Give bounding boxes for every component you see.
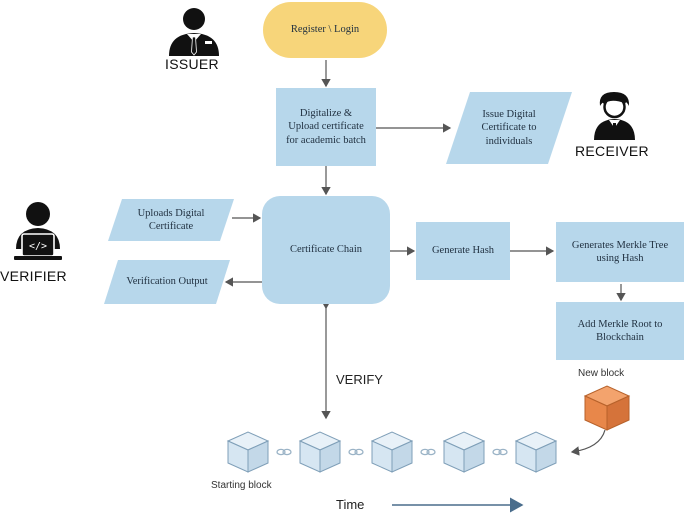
chain-block-1 [226, 431, 270, 473]
developer-laptop-icon: </> [14, 202, 62, 260]
arrow-new-block-to-chain [570, 429, 606, 456]
chain-block-4 [442, 431, 486, 473]
chain-block-2 [298, 431, 342, 473]
uploads-certificate-label: Uploads Digital Certificate [137, 207, 205, 232]
add-merkle-root-node: Add Merkle Root to Blockchain [556, 302, 684, 360]
digitalize-upload-node: Digitalize & Upload certificate for acad… [276, 88, 376, 166]
verifier-label: VERIFIER [0, 268, 67, 284]
new-block-label: New block [578, 368, 625, 379]
verify-label: VERIFY [336, 372, 383, 387]
uploads-certificate-node: Uploads Digital Certificate [108, 199, 234, 241]
verification-output-node: Verification Output [104, 260, 230, 304]
generate-hash-node: Generate Hash [416, 222, 510, 280]
receiver-label: RECEIVER [575, 143, 649, 159]
student-icon [594, 92, 635, 140]
chain-link-icon [276, 448, 508, 456]
businessman-icon [169, 8, 219, 56]
time-label: Time [336, 497, 365, 512]
svg-text:</>: </> [29, 241, 47, 252]
issuer-label: ISSUER [165, 56, 219, 72]
chain-block-3 [370, 431, 414, 473]
issue-certificate-label: Issue Digital Certificate to individuals [481, 109, 537, 147]
generates-merkle-node: Generates Merkle Tree using Hash [556, 222, 684, 282]
certificate-chain-node: Certificate Chain [262, 196, 390, 304]
register-login-node: Register \ Login [263, 2, 387, 58]
new-block-cube [583, 385, 631, 431]
issue-certificate-node: Issue Digital Certificate to individuals [446, 92, 572, 164]
starting-block-label: Starting block [211, 480, 272, 491]
verification-output-label: Verification Output [126, 276, 208, 288]
chain-block-5 [514, 431, 558, 473]
